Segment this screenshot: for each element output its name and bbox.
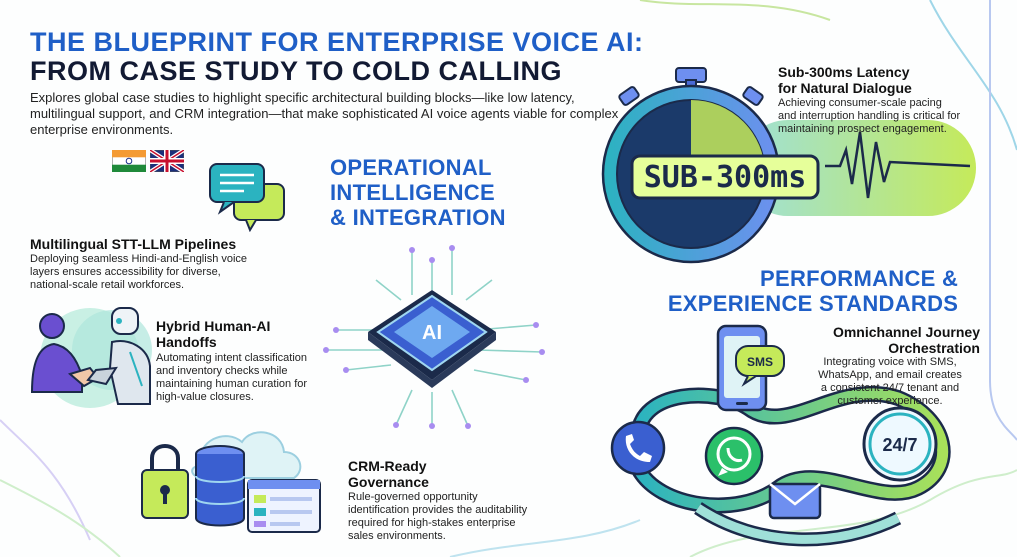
chat-bubbles-icon bbox=[209, 163, 285, 232]
intro-text: Explores global case studies to highligh… bbox=[30, 90, 619, 137]
latency-desc-line: Achieving consumer-scale pacing bbox=[778, 97, 942, 109]
hybrid-desc-line: Automating intent classification bbox=[156, 352, 308, 364]
omnichannel-desc: Integrating voice with SMS, WhatsApp, an… bbox=[800, 356, 980, 408]
omnichannel-desc-line: WhatsApp, and email creates bbox=[818, 369, 962, 381]
performance-heading-line: PERFORMANCE & bbox=[760, 266, 959, 291]
ai-chip-illustration: AI bbox=[323, 245, 545, 429]
timer-display-text: SUB-300ms bbox=[644, 160, 807, 195]
multilingual-desc-line: national-scale retail workforces. bbox=[30, 279, 185, 291]
operational-heading-line: & INTEGRATION bbox=[330, 205, 506, 230]
hybrid-title: Hybrid Human-AI Handoffs bbox=[156, 318, 270, 350]
omnichannel-desc-line: customer experience. bbox=[837, 395, 943, 407]
omnichannel-desc-line: Integrating voice with SMS, bbox=[823, 356, 957, 368]
latency-title-line: Sub-300ms Latency bbox=[778, 64, 910, 80]
crm-desc-line: sales environments. bbox=[348, 530, 446, 542]
sms-label: SMS bbox=[747, 355, 773, 369]
robot-icon bbox=[108, 307, 151, 405]
multilingual-desc-line: layers ensures accessibility for diverse… bbox=[30, 266, 221, 278]
latency-desc-line: and interruption handling is critical fo… bbox=[778, 110, 961, 122]
crm-governance-illustration bbox=[141, 431, 321, 533]
crm-desc-line: Rule-governed opportunity bbox=[348, 491, 478, 503]
padlock-icon bbox=[141, 444, 189, 519]
omnichannel-desc-line: a consistent 24/7 tenant and bbox=[820, 382, 960, 394]
page-title-line1: THE BLUEPRINT FOR ENTERPRISE VOICE AI: bbox=[30, 27, 644, 57]
hybrid-desc-line: and inventory checks while bbox=[156, 365, 288, 377]
stopwatch-illustration: SUB-300ms bbox=[601, 67, 976, 264]
crm-desc-line: required for high-stakes enterprise bbox=[348, 517, 516, 529]
india-flag-icon bbox=[112, 150, 146, 172]
latency-title-line: for Natural Dialogue bbox=[778, 80, 912, 96]
multilingual-desc: Deploying seamless Hindi-and-English voi… bbox=[30, 253, 300, 292]
hybrid-desc-line: maintaining human curation for bbox=[156, 378, 308, 390]
crm-title: CRM-Ready Governance bbox=[348, 458, 429, 490]
phone-icon bbox=[610, 420, 666, 476]
multilingual-desc-line: Deploying seamless Hindi-and-English voi… bbox=[30, 253, 248, 265]
crm-title-line: Governance bbox=[348, 474, 429, 490]
latency-desc-line: maintaining prospect engagement. bbox=[778, 123, 947, 135]
handshake-illustration bbox=[30, 307, 152, 408]
latency-desc: Achieving consumer-scale pacing and inte… bbox=[778, 97, 993, 136]
omnichannel-title-line: Orchestration bbox=[888, 340, 980, 356]
omnichannel-title: Omnichannel Journey Orchestration bbox=[780, 324, 980, 356]
operational-heading-line: OPERATIONAL bbox=[330, 155, 492, 180]
hybrid-desc: Automating intent classification and inv… bbox=[156, 352, 336, 404]
dashboard-icon bbox=[247, 479, 321, 533]
uk-flag-icon bbox=[150, 150, 184, 172]
ai-chip-icon: AI bbox=[368, 290, 496, 388]
database-icon bbox=[195, 445, 245, 527]
operational-heading-line: INTELLIGENCE bbox=[330, 180, 495, 205]
clock-icon: 24/7 bbox=[862, 406, 938, 482]
operational-section-heading: OPERATIONAL INTELLIGENCE & INTEGRATION bbox=[330, 155, 506, 230]
hybrid-title-line: Handoffs bbox=[156, 334, 217, 350]
timer-display: SUB-300ms bbox=[630, 154, 820, 200]
hybrid-desc-line: high-value closures. bbox=[156, 391, 254, 403]
multilingual-title: Multilingual STT-LLM Pipelines bbox=[30, 236, 237, 252]
sms-bubble-icon: SMS bbox=[735, 345, 785, 387]
crm-title-line: CRM-Ready bbox=[348, 458, 427, 474]
clock-label: 24/7 bbox=[882, 435, 917, 455]
crm-desc-line: identification provides the auditability bbox=[348, 504, 528, 516]
crm-desc: Rule-governed opportunity identification… bbox=[348, 491, 578, 543]
omnichannel-title-line: Omnichannel Journey bbox=[832, 324, 980, 340]
sound-wave-icon bbox=[32, 162, 197, 232]
whatsapp-icon bbox=[704, 426, 764, 486]
performance-heading-line: EXPERIENCE STANDARDS bbox=[667, 291, 959, 316]
latency-title: Sub-300ms Latency for Natural Dialogue bbox=[778, 64, 912, 96]
page-title-line2: FROM CASE STUDY TO COLD CALLING bbox=[30, 56, 563, 86]
chip-label: AI bbox=[422, 322, 442, 344]
omnichannel-illustration: SMS 24/7 bbox=[610, 324, 951, 547]
handshake-icon bbox=[67, 366, 118, 388]
email-icon bbox=[768, 482, 822, 520]
performance-section-heading: PERFORMANCE & EXPERIENCE STANDARDS bbox=[652, 266, 958, 316]
hybrid-title-line: Hybrid Human-AI bbox=[156, 318, 271, 334]
